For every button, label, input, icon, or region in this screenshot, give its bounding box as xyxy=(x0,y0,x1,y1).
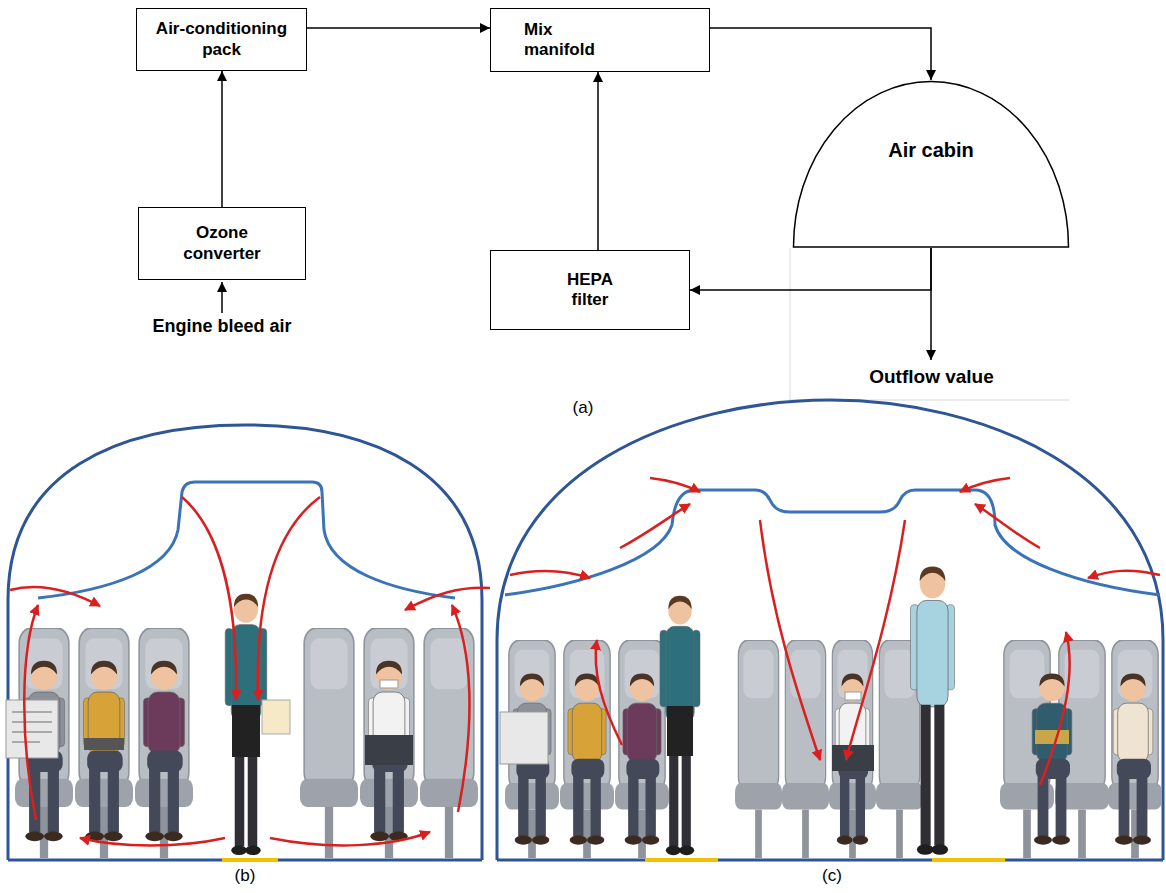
newspaper xyxy=(500,712,548,764)
narrow-body-cabin xyxy=(6,425,490,860)
filter-box: HEPA filter xyxy=(490,250,690,330)
seat xyxy=(135,628,193,858)
cabin-dome: Air cabin xyxy=(792,80,1070,248)
flow-arrow xyxy=(597,72,599,250)
node-text-group: Outflow value xyxy=(869,366,994,389)
airflow-arrow xyxy=(80,838,225,846)
fuselage-outline xyxy=(8,425,482,860)
airflow-arrow xyxy=(650,478,700,492)
newspaper xyxy=(6,700,58,758)
node-label: Ozone converter xyxy=(170,223,275,264)
cabin-floor xyxy=(497,859,1163,862)
skirt xyxy=(667,706,693,756)
node-label: Mix manifold xyxy=(524,20,616,61)
seat xyxy=(75,628,133,858)
flow-arrow xyxy=(221,71,223,207)
dome-outline xyxy=(792,80,1070,248)
airflow-arrow xyxy=(1088,571,1160,578)
airflow-arrow xyxy=(510,571,590,578)
seat xyxy=(735,640,782,858)
face-mask xyxy=(380,680,398,688)
standing-passenger xyxy=(911,566,955,854)
node-text-group: Mix manifold xyxy=(524,20,616,61)
passenger xyxy=(143,661,184,841)
seat xyxy=(420,628,478,858)
airflow-arrow xyxy=(960,478,1010,492)
panel-caption: (c) xyxy=(822,866,842,886)
seat xyxy=(360,628,418,858)
node-text-group: Air cabin xyxy=(888,138,974,162)
cabin-floor xyxy=(8,859,482,862)
seat xyxy=(829,640,876,858)
airflow-arrow xyxy=(620,504,690,548)
airflow-arrow xyxy=(258,497,320,700)
panel-caption: (b) xyxy=(235,866,256,886)
book xyxy=(84,738,124,750)
node-label: Air-conditioning pack xyxy=(145,19,298,60)
overhead-bins xyxy=(38,482,455,598)
airflow-arrow xyxy=(452,605,469,812)
aisle-mark xyxy=(222,858,278,862)
process-box: Ozone converter xyxy=(138,207,306,280)
flow-arrow xyxy=(930,248,932,360)
wide-body-cabin xyxy=(497,400,1163,860)
overhead-bins xyxy=(505,490,1160,595)
laptop xyxy=(832,745,874,771)
panel-caption: (a) xyxy=(573,398,594,418)
node-text-group: Ozone converter xyxy=(170,223,275,264)
airflow-arrow xyxy=(405,588,490,610)
outflow-frame xyxy=(790,248,1070,400)
skirt xyxy=(232,705,260,757)
flow-arrow xyxy=(710,28,931,80)
laptop xyxy=(365,735,413,765)
node-text-group: Air-conditioning pack xyxy=(145,19,298,60)
node-label: Outflow value xyxy=(869,366,994,389)
fuselage-outline xyxy=(497,400,1163,860)
seat xyxy=(782,640,829,858)
airflow-arrows xyxy=(10,497,490,846)
process-box: Air-conditioning pack xyxy=(136,8,307,71)
airflow-arrows xyxy=(510,478,1160,785)
input-label: Engine bleed air xyxy=(152,316,291,338)
dome-outline-path xyxy=(794,82,1069,248)
passenger xyxy=(1113,674,1153,845)
airflow-arrow xyxy=(760,520,820,760)
seat xyxy=(1108,640,1162,858)
seat xyxy=(300,628,358,858)
seat xyxy=(560,640,614,858)
flight-attendant xyxy=(660,596,700,855)
airflow-arrow xyxy=(1040,632,1070,785)
flow-arrow xyxy=(307,27,490,29)
node-label: HEPA filter xyxy=(555,270,625,311)
node-text-group: HEPA filter xyxy=(555,270,625,311)
airflow-arrow xyxy=(10,587,100,606)
bleed-air-arrow xyxy=(221,282,223,313)
outflow-box: Outflow value xyxy=(800,360,1062,394)
passenger xyxy=(83,661,124,841)
passenger xyxy=(623,674,661,845)
node-label: Air cabin xyxy=(888,138,974,162)
airflow-arrow xyxy=(596,640,622,745)
book xyxy=(1035,730,1069,744)
passenger xyxy=(568,674,606,845)
face-mask xyxy=(845,692,861,700)
newspaper-lines xyxy=(12,712,52,742)
flow-arrow xyxy=(690,248,931,290)
aisle-mark xyxy=(645,858,1005,862)
airflow-arrow xyxy=(270,832,430,845)
airflow-arrow xyxy=(846,520,905,760)
airflow-arrow xyxy=(975,504,1040,548)
process-box: Mix manifold xyxy=(490,8,710,72)
airflow-arrow xyxy=(24,605,38,820)
folder xyxy=(262,700,290,734)
airflow-arrow xyxy=(182,497,236,700)
